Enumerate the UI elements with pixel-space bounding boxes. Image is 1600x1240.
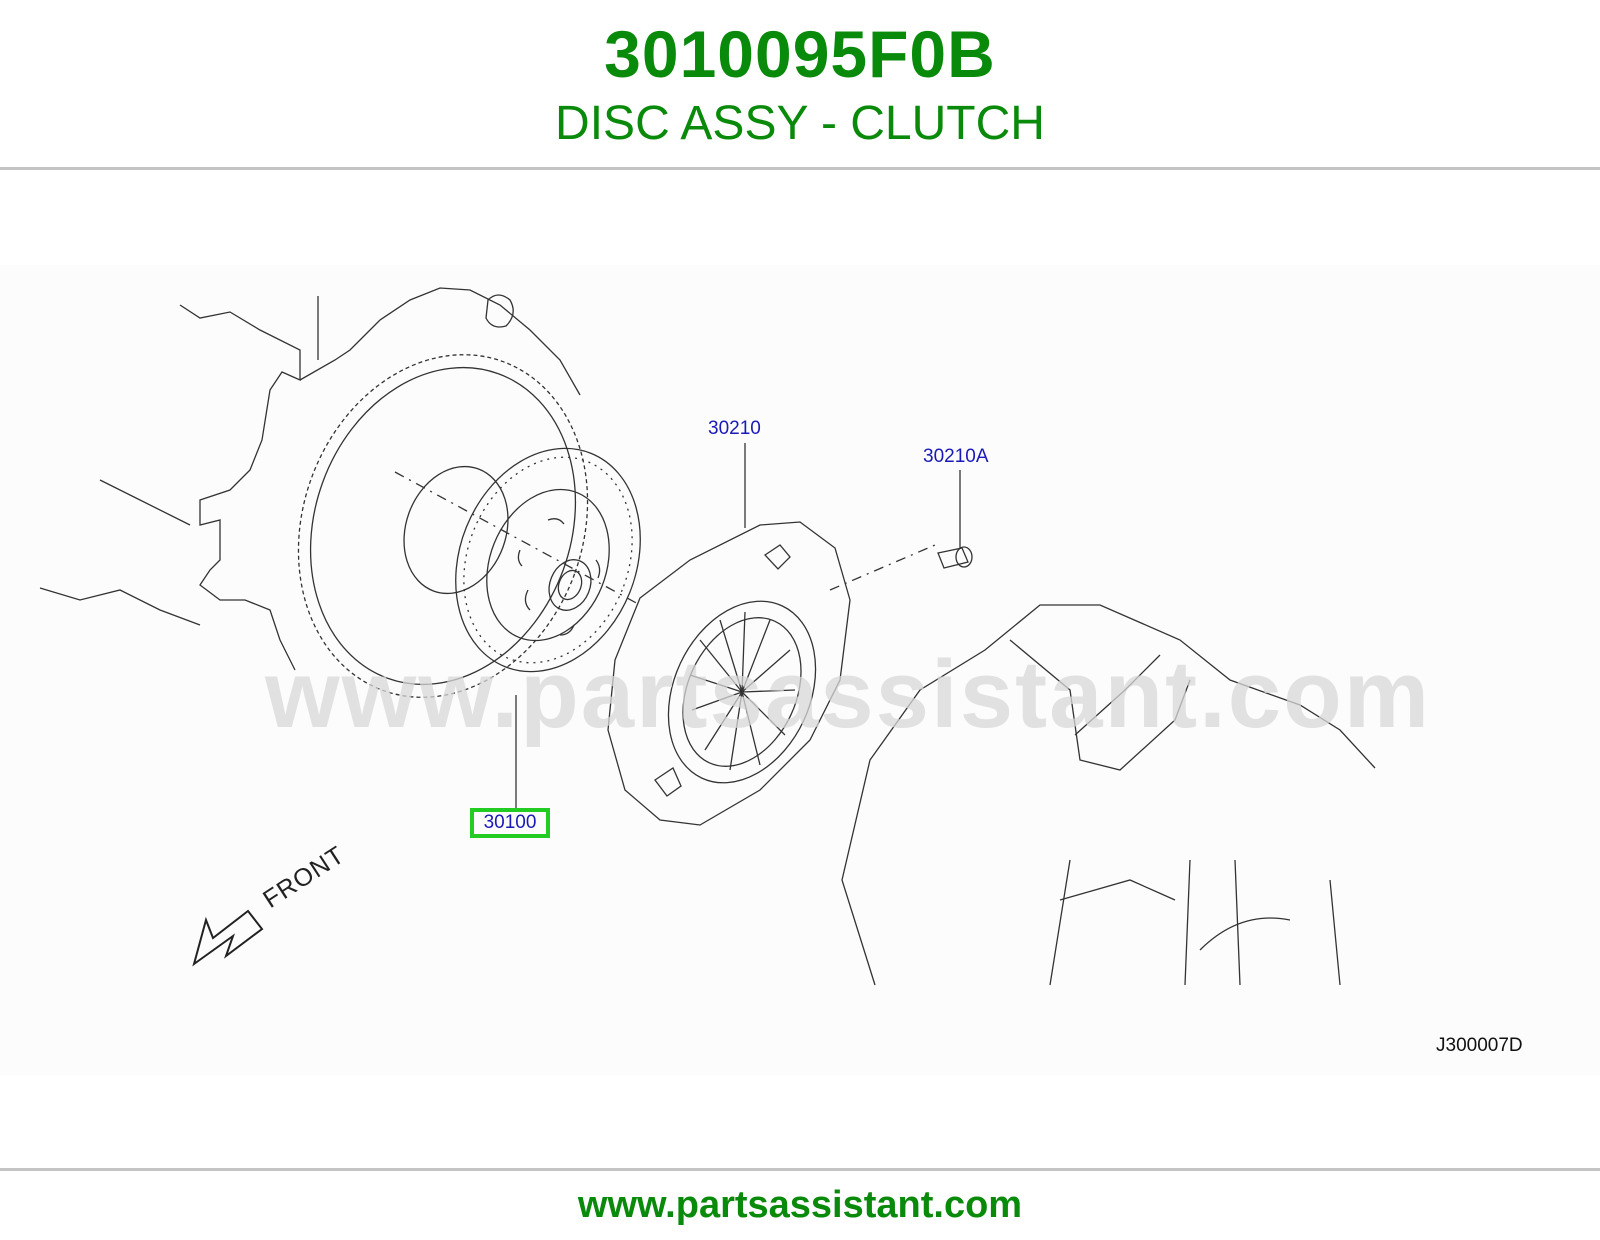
bolt-30210A bbox=[937, 546, 973, 569]
part-name-subtitle: DISC ASSY - CLUTCH bbox=[555, 97, 1045, 150]
header-divider bbox=[0, 167, 1600, 170]
diagram-panel bbox=[0, 265, 1600, 1075]
transmission-outline bbox=[841, 604, 1376, 986]
callout-30210A[interactable]: 30210A bbox=[923, 446, 989, 467]
diagram-code: J300007D bbox=[1436, 1035, 1523, 1056]
page-header: 3010095F0B DISC ASSY - CLUTCH bbox=[0, 0, 1600, 168]
clutch-disc-30100 bbox=[455, 447, 641, 673]
watermark: www.partsassistant.com bbox=[265, 641, 1432, 748]
part-number-title: 3010095F0B bbox=[604, 17, 996, 91]
flywheel bbox=[297, 354, 589, 698]
callout-30210[interactable]: 30210 bbox=[708, 418, 761, 439]
callout-30100-label: 30100 bbox=[483, 812, 537, 833]
footer-divider bbox=[0, 1168, 1600, 1171]
front-arrow-icon bbox=[192, 909, 264, 967]
footer-website-link[interactable]: www.partsassistant.com bbox=[577, 1184, 1023, 1226]
clutch-cover-30210 bbox=[607, 521, 851, 826]
assembly-axis-line bbox=[394, 471, 936, 606]
callout-30100-highlighted[interactable]: 30100 bbox=[470, 808, 550, 838]
engine-block-outline bbox=[39, 287, 581, 671]
